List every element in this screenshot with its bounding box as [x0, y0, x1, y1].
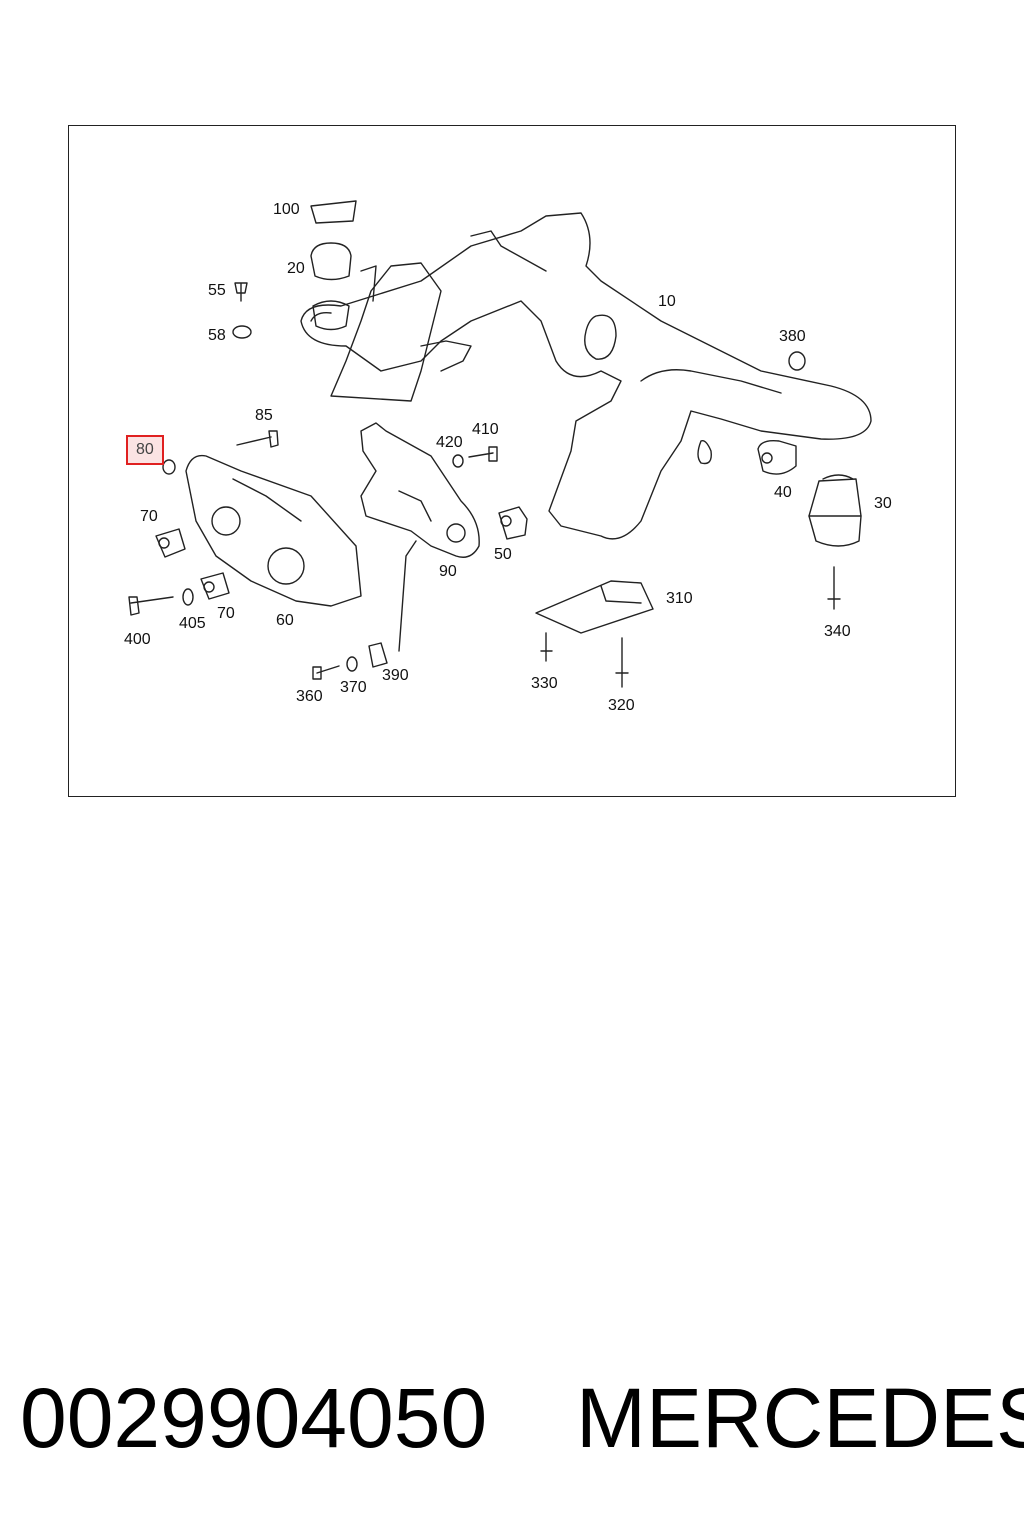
differential-mount-plate-part [185, 454, 362, 607]
bushing-70-parts [155, 528, 230, 606]
heat-shield-bracket-310-part [535, 580, 654, 634]
callout-320: 320 [608, 697, 635, 714]
callout-400: 400 [124, 631, 151, 648]
rear-axle-subframe-part [300, 212, 872, 540]
callout-60: 60 [276, 612, 294, 629]
callout-20: 20 [287, 260, 305, 277]
callout-380: 380 [779, 328, 806, 345]
bolts-and-fasteners [128, 282, 841, 688]
callout-390: 390 [382, 667, 409, 684]
brand-name: MERCEDES [576, 1371, 1024, 1465]
callout-405: 405 [179, 615, 206, 632]
subframe-exploded-drawing [128, 200, 872, 688]
bracket-90-part [360, 422, 480, 558]
callout-340: 340 [824, 623, 851, 640]
callout-10: 10 [658, 293, 676, 310]
product-caption: 0029904050 MERCEDES [20, 1370, 1024, 1470]
callout-55: 55 [208, 282, 226, 299]
callout-410: 410 [472, 421, 499, 438]
part-number: 0029904050 [20, 1371, 488, 1465]
callout-70-lower: 70 [217, 605, 235, 622]
bushing-50-part [498, 506, 528, 540]
callout-30: 30 [874, 495, 892, 512]
callout-80-highlighted: 80 [126, 435, 164, 465]
callout-100: 100 [273, 201, 300, 218]
callout-330: 330 [531, 675, 558, 692]
callout-85: 85 [255, 407, 273, 424]
bushing-40-part [757, 439, 797, 475]
upper-bushing-part [310, 200, 357, 331]
callout-50: 50 [494, 546, 512, 563]
leader-line-390 [398, 540, 417, 652]
callout-40: 40 [774, 484, 792, 501]
callout-70-upper: 70 [140, 508, 158, 525]
callout-310: 310 [666, 590, 693, 607]
parts-diagram-frame: 100 20 55 58 10 380 85 80 420 410 40 30 … [68, 125, 956, 797]
callout-90: 90 [439, 563, 457, 580]
callout-420: 420 [436, 434, 463, 451]
rear-mount-bushing-part [808, 474, 862, 547]
callout-360: 360 [296, 688, 323, 705]
callout-58: 58 [208, 327, 226, 344]
callout-370: 370 [340, 679, 367, 696]
